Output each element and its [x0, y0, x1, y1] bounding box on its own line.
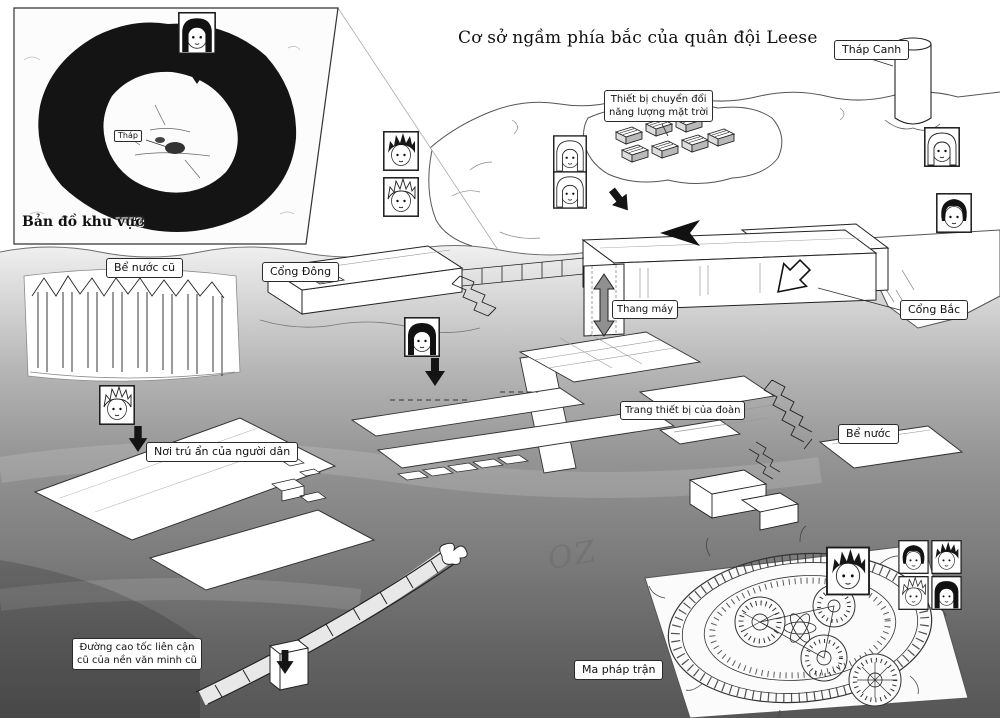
label-solar-converter-line2: năng lượng mặt trời: [609, 107, 709, 118]
north-building: [581, 223, 890, 311]
label-inset-tower: Tháp: [114, 130, 142, 143]
inset-map-caption: Bản đồ khu vực: [22, 214, 144, 230]
small-portrait-4: [931, 576, 962, 610]
label-watch-tower: Tháp Canh: [834, 40, 910, 61]
page-title: Cơ sở ngầm phía bắc của quân đội Leese: [458, 28, 818, 48]
inset-long-dark-hair-portrait: [178, 10, 216, 56]
old-water-tank-ruins: [23, 268, 241, 382]
bob-hair-girl-portrait: [936, 193, 972, 233]
twin-girl-portrait-2: [553, 171, 587, 209]
left-chevron-arrow: [660, 220, 700, 246]
north-gate-label-line: [817, 287, 901, 311]
label-north-gate: Cổng Bắc: [900, 300, 969, 321]
label-solar-converter-line1: Thiết bị chuyển đổi: [610, 94, 707, 105]
label-elevator: Thang máy: [612, 300, 679, 319]
long-light-hair-girl-portrait: [924, 125, 960, 169]
label-water-tank: Bể nước: [838, 424, 899, 445]
label-old-highway-line1: Đường cao tốc liên cận: [79, 642, 195, 653]
spiky-dark-hair-portrait: [383, 131, 419, 171]
north-gate-outline-arrow: [777, 258, 812, 293]
central-down-arrow: [425, 358, 445, 386]
elevator-double-arrow: [593, 273, 615, 337]
small-portrait-3: [898, 576, 929, 610]
label-old-highway: Đường cao tốc liên cận cũ của nền văn mi…: [72, 638, 202, 670]
long-dark-hair-girl-portrait: [404, 317, 440, 357]
small-portrait-1: [898, 540, 929, 574]
spiky-blond-portrait: [99, 385, 135, 425]
label-civilian-shelter: Nơi trú ẩn của người dân: [146, 442, 299, 463]
magic-circle: [644, 525, 969, 718]
twin-girl-portrait-1: [553, 135, 587, 173]
large-dark-spiky-portrait: [826, 546, 870, 596]
inset-regional-map: [13, 7, 499, 251]
label-solar-converter: Thiết bị chuyển đổi năng lượng mặt trời: [604, 90, 714, 122]
label-old-highway-line2: cũ của nền văn minh cũ: [77, 655, 197, 666]
arrows: [128, 56, 901, 674]
label-old-water-tank: Bể nước cũ: [106, 258, 184, 279]
small-portrait-2: [931, 540, 962, 574]
label-east-gate: Cổng Đông: [262, 262, 340, 283]
label-magic-circle: Ma pháp trận: [574, 660, 664, 681]
central-underground-complex: [350, 331, 813, 531]
spiky-light-hair-portrait: [383, 177, 419, 217]
label-troop-equipment: Trang thiết bị của đoàn: [620, 401, 746, 420]
